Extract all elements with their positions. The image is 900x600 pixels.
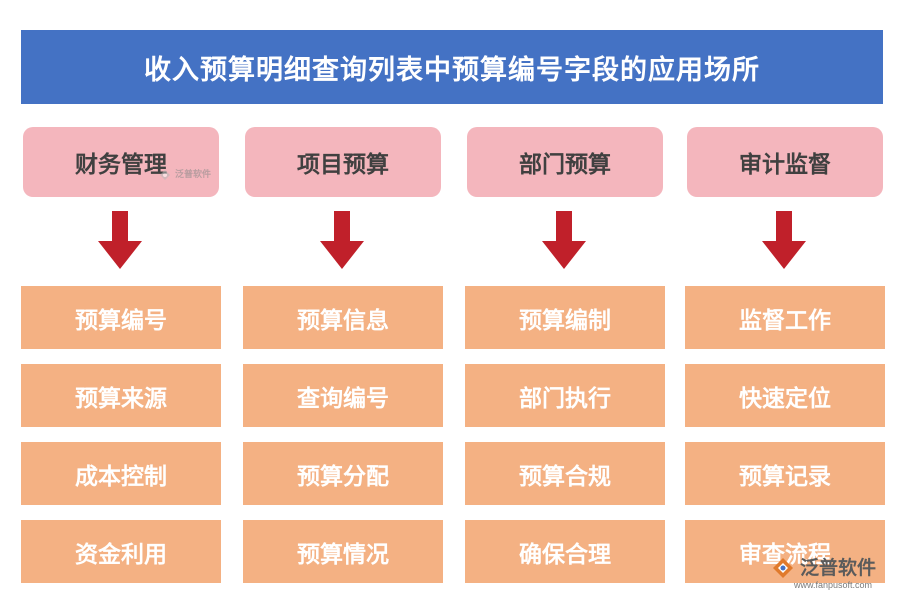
down-arrow-icon [542, 211, 586, 269]
column-audit: 审计监督 监督工作 快速定位 预算记录 审查流程 [685, 0, 885, 600]
title-bar: 收入预算明细查询列表中预算编号字段的应用场所 [21, 30, 883, 104]
watermark-brand: 泛普软件 [800, 556, 877, 579]
brand-logo-icon [773, 558, 793, 578]
watermark-url: www.fanpusoft.com [794, 580, 873, 590]
item-box: 部门执行 [465, 364, 665, 427]
column-project: 项目预算 预算信息 查询编号 预算分配 预算情况 [243, 0, 443, 600]
item-box: 预算分配 [243, 442, 443, 505]
item-box: 确保合理 [465, 520, 665, 583]
item-box: 快速定位 [685, 364, 885, 427]
item-box: 预算来源 [21, 364, 221, 427]
item-box: 成本控制 [21, 442, 221, 505]
item-box: 预算编号 [21, 286, 221, 349]
category-box: 审计监督 [687, 127, 883, 197]
category-box: 部门预算 [467, 127, 663, 197]
down-arrow-icon [762, 211, 806, 269]
item-box: 预算合规 [465, 442, 665, 505]
column-finance: 财务管理 预算编号 预算来源 成本控制 资金利用 [21, 0, 221, 600]
category-box: 财务管理 [23, 127, 219, 197]
brand-logo-icon [160, 170, 170, 180]
item-box: 预算记录 [685, 442, 885, 505]
watermark-main: 泛普软件 www.fanpusoft.com [770, 555, 877, 590]
column-department: 部门预算 预算编制 部门执行 预算合规 确保合理 [465, 0, 665, 600]
page-title: 收入预算明细查询列表中预算编号字段的应用场所 [144, 54, 760, 86]
category-box: 项目预算 [245, 127, 441, 197]
item-box: 资金利用 [21, 520, 221, 583]
down-arrow-icon [320, 211, 364, 269]
item-box: 监督工作 [685, 286, 885, 349]
item-box: 预算编制 [465, 286, 665, 349]
item-box: 预算信息 [243, 286, 443, 349]
watermark-small: 泛普软件 [158, 168, 211, 182]
item-box: 查询编号 [243, 364, 443, 427]
item-box: 预算情况 [243, 520, 443, 583]
down-arrow-icon [98, 211, 142, 269]
watermark-brand: 泛普软件 [175, 169, 212, 180]
